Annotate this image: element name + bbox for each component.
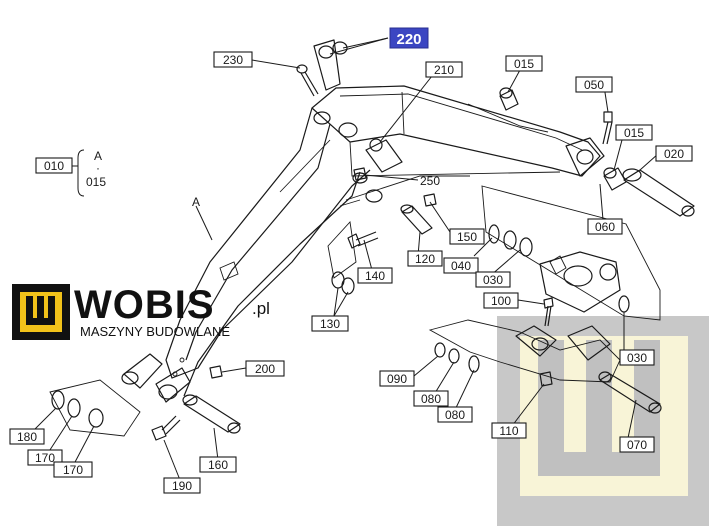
wobis-logo: WOBIS .pl MASZYNY BUDOWLANE — [12, 283, 270, 340]
callout-090-label: 090 — [387, 372, 407, 386]
callout-070[interactable]: 070 — [619, 436, 655, 453]
boom-body — [121, 39, 605, 403]
part-pin-210 — [365, 138, 403, 173]
callout-080a-label: 080 — [421, 392, 441, 406]
watermark-logo — [497, 316, 709, 526]
callout-100-label: 100 — [491, 294, 511, 308]
callout-070-label: 070 — [627, 438, 647, 452]
callout-050-label: 050 — [584, 78, 604, 92]
part-pin-160 — [182, 394, 241, 434]
part-washers-090-080 — [434, 342, 480, 373]
callout-010[interactable]: 010 — [35, 157, 73, 174]
callout-140-label: 140 — [365, 269, 385, 283]
part-nut-250 — [353, 167, 367, 181]
callout-120-label: 120 — [415, 252, 435, 266]
part-bushing-015a — [499, 87, 519, 111]
callout-180-label: 180 — [17, 430, 37, 444]
part-nut-150 — [423, 193, 437, 207]
callout-200-label: 200 — [255, 362, 275, 376]
callout-100[interactable]: 100 — [483, 292, 519, 309]
callout-140[interactable]: 140 — [357, 267, 393, 284]
callout-015a-label: 015 — [514, 57, 534, 71]
callout-200[interactable]: 200 — [245, 360, 285, 377]
part-pin-120 — [400, 204, 433, 235]
part-bolt-190 — [151, 415, 181, 441]
part-washers-130 — [331, 271, 355, 295]
callout-190-label: 190 — [172, 479, 192, 493]
bracket-group: A · 015 — [72, 149, 106, 197]
callout-030a[interactable]: 030 — [475, 271, 511, 288]
callout-180[interactable]: 180 — [9, 428, 45, 445]
part-bushing-015b — [603, 167, 627, 191]
callout-010-label: 010 — [44, 159, 64, 173]
callout-220-label: 220 — [396, 31, 421, 48]
callout-170b-label: 170 — [63, 463, 83, 477]
part-washers-040-030 — [488, 224, 533, 257]
callout-150-label: 150 — [457, 230, 477, 244]
part-pin-020 — [622, 168, 695, 217]
part-washers-180-170 — [49, 379, 141, 437]
callout-090[interactable]: 090 — [379, 370, 415, 387]
callout-210[interactable]: 210 — [425, 61, 463, 78]
callout-060-label: 060 — [595, 220, 615, 234]
callout-040-label: 040 — [451, 259, 471, 273]
callout-250[interactable]: 250 — [420, 174, 440, 188]
callout-230[interactable]: 230 — [213, 51, 253, 68]
callout-160[interactable]: 160 — [199, 456, 237, 473]
callout-170a-label: 170 — [35, 451, 55, 465]
part-nut-200 — [209, 365, 223, 379]
part-bolt-140 — [347, 231, 379, 249]
callout-015b-label: 015 — [624, 126, 644, 140]
part-bolt-100 — [543, 297, 554, 327]
callout-015b[interactable]: 015 — [615, 124, 653, 141]
callout-040[interactable]: 040 — [443, 257, 479, 274]
callout-030a-label: 030 — [483, 273, 503, 287]
part-pin-070 — [598, 371, 662, 414]
part-bolt-050 — [602, 111, 613, 145]
callout-080a[interactable]: 080 — [413, 390, 449, 407]
callout-110-label: 110 — [499, 424, 518, 438]
callout-160-label: 160 — [208, 458, 228, 472]
callout-015a[interactable]: 015 — [505, 55, 543, 72]
callout-150[interactable]: 150 — [449, 228, 485, 245]
callout-170a[interactable]: 170 — [27, 449, 63, 466]
callout-130-label: 130 — [320, 317, 340, 331]
bracket-bottom-label: 015 — [86, 175, 106, 189]
callout-170b[interactable]: 170 — [53, 461, 93, 478]
part-nut-110 — [539, 371, 553, 387]
callout-060[interactable]: 060 — [587, 218, 623, 235]
bracket-top-label: A — [94, 149, 102, 163]
callout-120[interactable]: 120 — [407, 250, 443, 267]
callout-030b-label: 030 — [627, 351, 647, 365]
callout-020[interactable]: 020 — [655, 145, 693, 162]
callout-080b-label: 080 — [445, 408, 465, 422]
brand-tagline: MASZYNY BUDOWLANE — [80, 324, 230, 339]
brand-name: WOBIS — [74, 283, 215, 327]
arm-label: A — [192, 195, 200, 209]
callout-230-label: 230 — [223, 53, 243, 67]
part-bolt-230 — [296, 64, 319, 97]
callout-250-label: 250 — [420, 174, 440, 188]
callout-220[interactable]: 220 — [389, 27, 429, 49]
callout-080b[interactable]: 080 — [437, 406, 473, 423]
callout-030b[interactable]: 030 — [619, 349, 655, 366]
callout-020-label: 020 — [664, 147, 684, 161]
callout-210-label: 210 — [434, 63, 454, 77]
bracket-dot: · — [96, 161, 100, 175]
callout-130[interactable]: 130 — [311, 315, 349, 332]
part-washer-030b — [618, 295, 630, 313]
callout-110[interactable]: 110 — [491, 422, 527, 439]
brand-tld: .pl — [252, 299, 270, 318]
callout-050[interactable]: 050 — [575, 76, 613, 93]
callout-190[interactable]: 190 — [163, 477, 201, 494]
